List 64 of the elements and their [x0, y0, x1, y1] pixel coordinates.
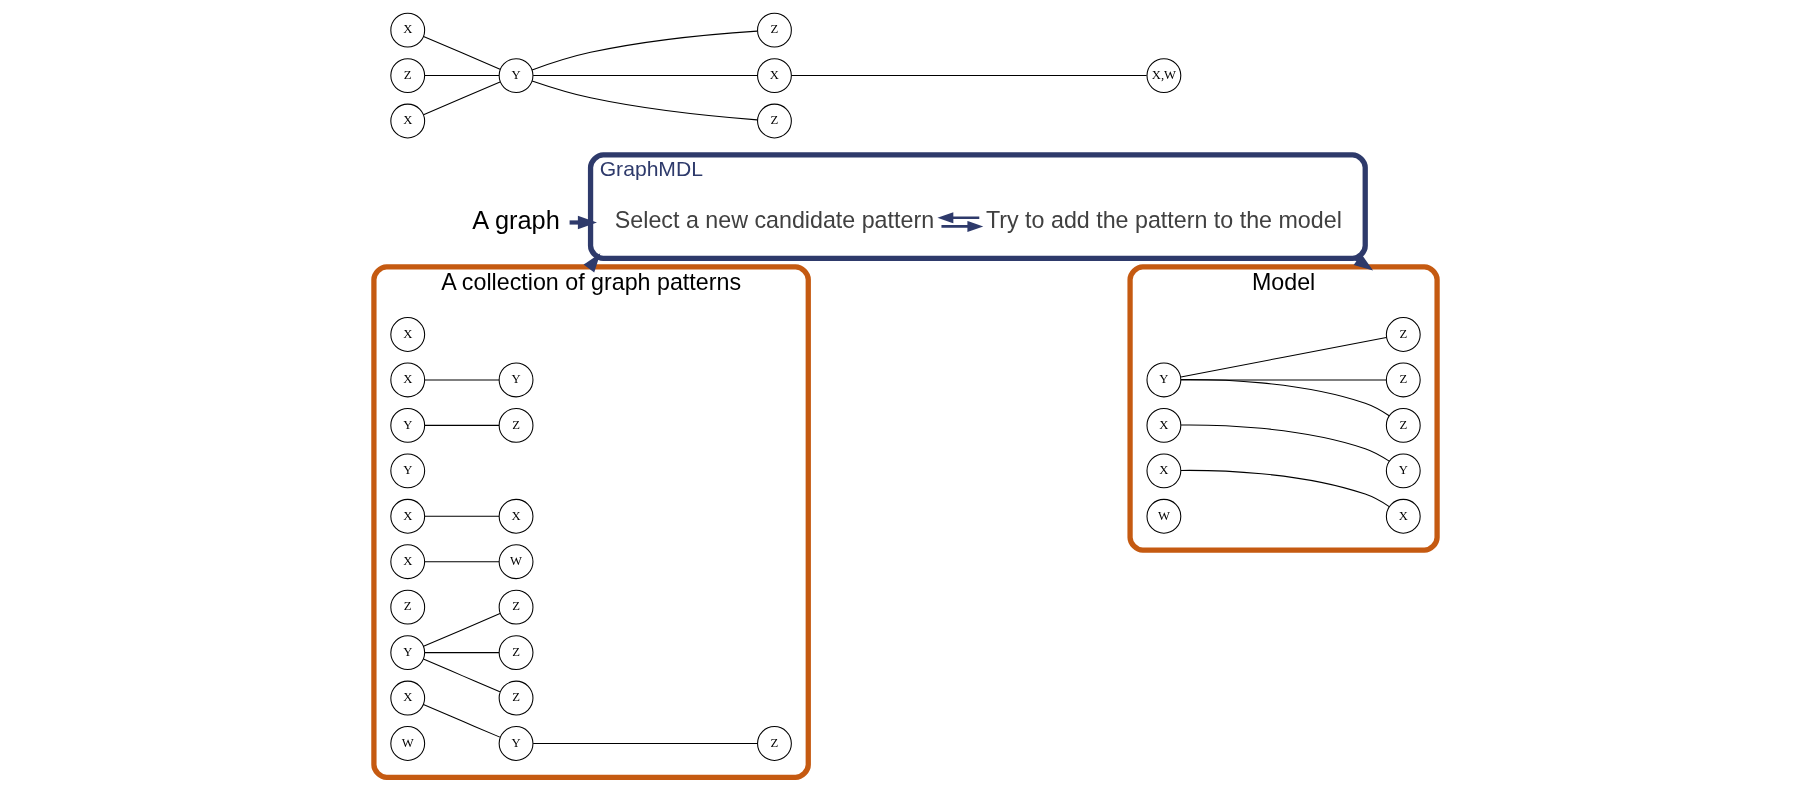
connector: [791, 74, 1148, 76]
node-circle: Z: [498, 634, 534, 670]
node-circle: Z: [757, 12, 792, 48]
node-circle: X: [390, 316, 426, 352]
node-circle: Z: [498, 589, 534, 625]
node-circle: X,W: [1146, 57, 1182, 93]
connector: [424, 651, 500, 653]
node-text: Try to add the pattern to the model: [985, 206, 1342, 233]
arrow: [583, 252, 601, 273]
connector: [424, 560, 500, 562]
node-circle: Y: [498, 57, 534, 93]
node-text: A graph: [472, 205, 560, 234]
connector: [423, 80, 501, 115]
node-circle: Z: [1385, 316, 1421, 352]
connector: [423, 612, 501, 647]
node-circle: X: [390, 680, 426, 715]
node-circle: Z: [498, 680, 534, 715]
node-circle: W: [390, 725, 426, 761]
connector: [424, 74, 500, 76]
arrow: [569, 215, 597, 229]
connector: [1180, 378, 1390, 416]
connector: [1180, 469, 1390, 507]
node-circle: Z: [498, 407, 534, 443]
node-circle: Y: [390, 407, 426, 443]
node-circle: Y: [390, 452, 426, 488]
node-circle: Z: [390, 589, 426, 625]
node-circle: W: [1146, 498, 1182, 534]
node-circle: Z: [390, 57, 426, 93]
node-circle: X: [1146, 407, 1182, 443]
connector: [1180, 336, 1387, 377]
connector: [1180, 423, 1390, 462]
node-circle: Y: [1146, 362, 1182, 397]
node-circle: X: [1385, 498, 1421, 534]
node-circle: Z: [757, 725, 792, 761]
node-circle: X: [757, 57, 792, 93]
node-circle: X: [498, 498, 534, 534]
node-circle: Z: [1385, 362, 1421, 397]
connector: [424, 378, 500, 380]
connector: [531, 30, 758, 70]
connector: [422, 703, 501, 738]
node-circle: Y: [390, 634, 426, 670]
connector: [532, 742, 758, 744]
arrow: [937, 211, 980, 223]
connector: [424, 515, 500, 517]
node-circle: Z: [1385, 407, 1421, 443]
node-circle: X: [390, 543, 426, 579]
node-circle: Y: [498, 725, 534, 761]
connector: [422, 657, 501, 692]
connector: [1180, 378, 1387, 380]
node-circle: X: [390, 362, 426, 397]
arrow: [941, 220, 984, 232]
node-text: Select a new candidate pattern: [614, 206, 935, 233]
node-circle: Y: [498, 362, 534, 397]
connector: [424, 424, 500, 426]
node-circle: Z: [757, 103, 792, 138]
connector: [532, 74, 758, 76]
node-circle: Y: [1385, 452, 1421, 488]
connector: [423, 35, 501, 70]
node-circle: X: [1146, 452, 1182, 488]
node-circle: X: [390, 12, 426, 48]
connector: [531, 79, 758, 120]
node-circle: X: [390, 103, 426, 138]
node-circle: X: [390, 498, 426, 534]
node-circle: W: [498, 543, 534, 579]
